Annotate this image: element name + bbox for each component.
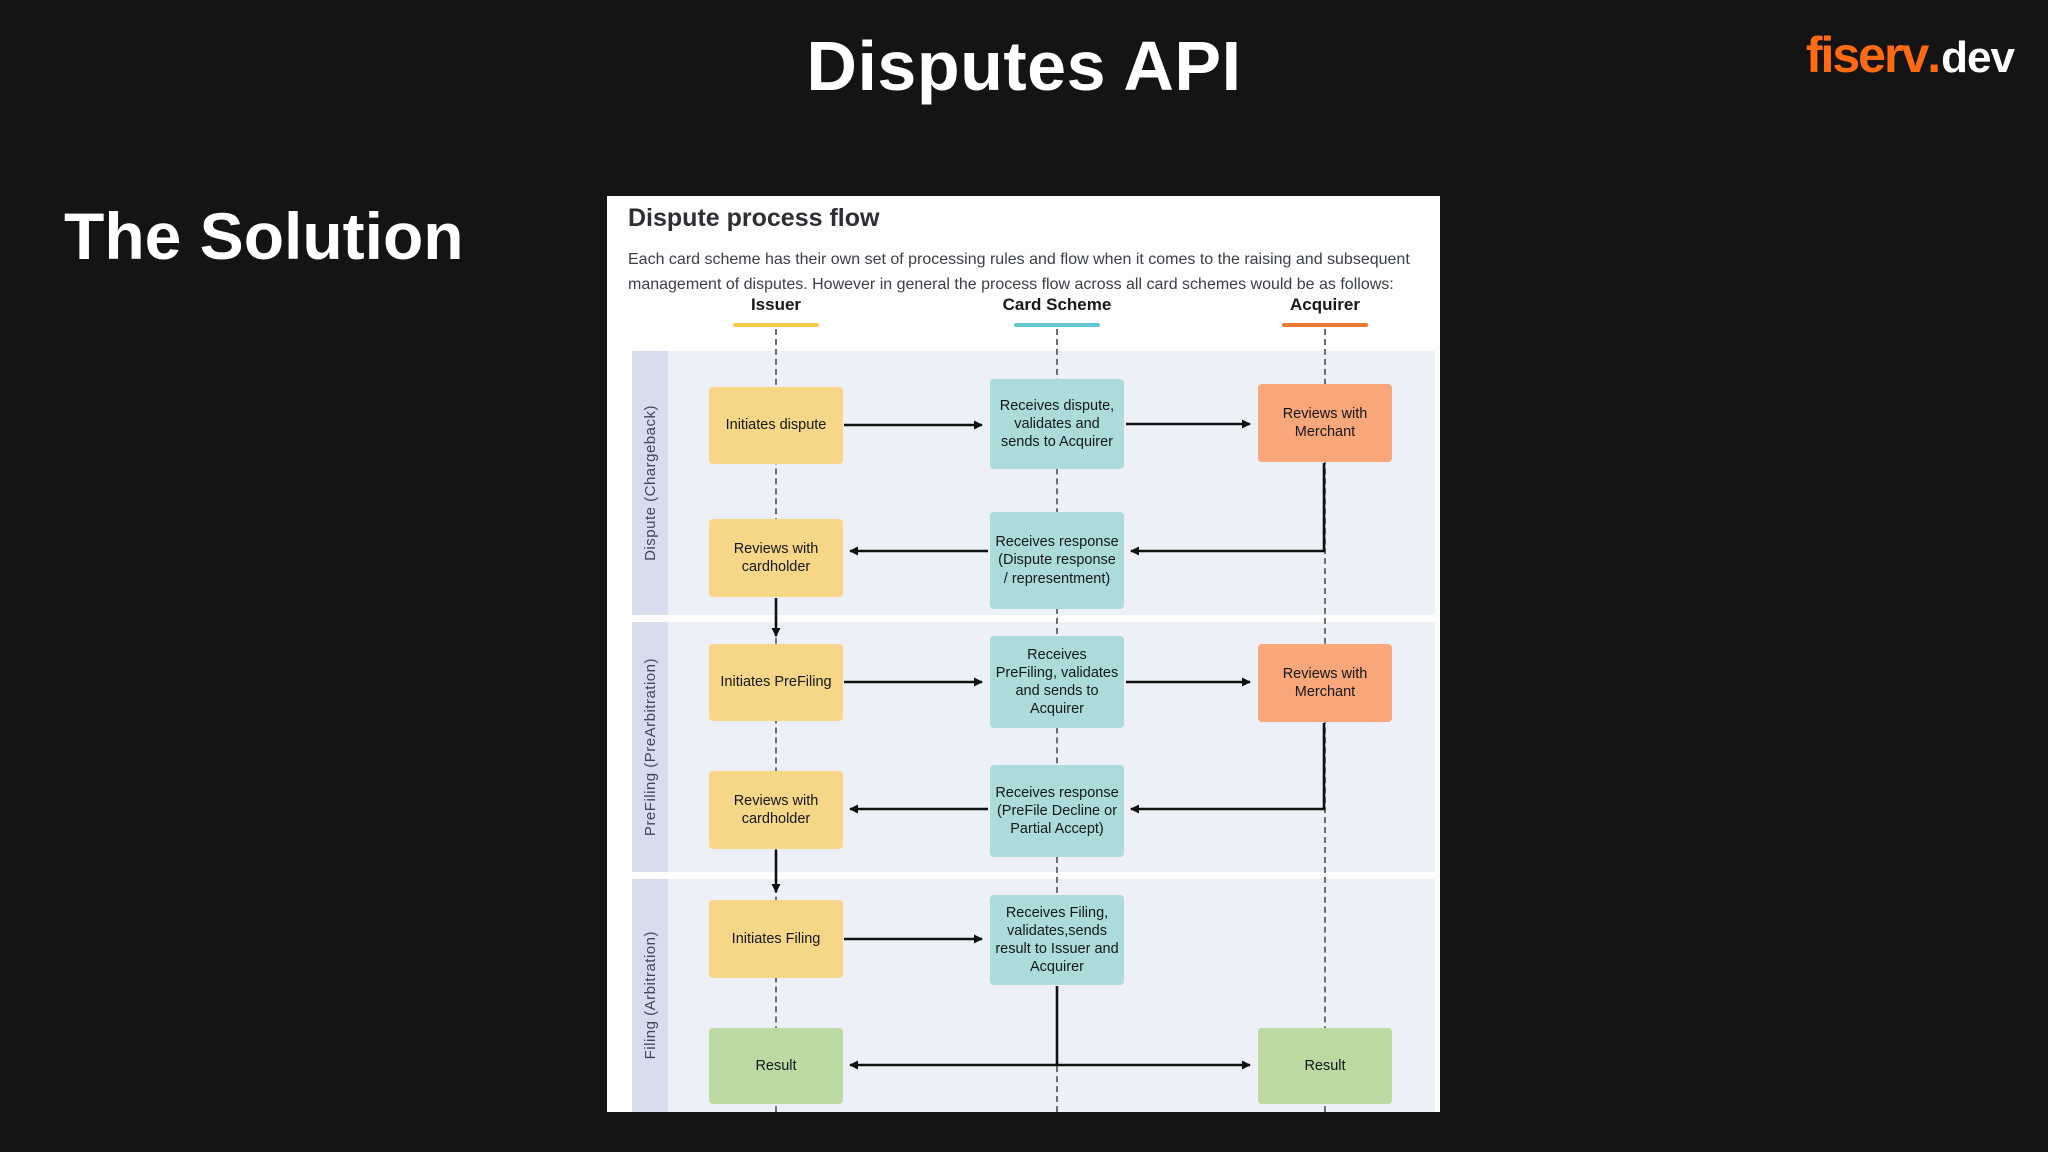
- lane-strip: PreFiling (PreArbitration): [632, 622, 668, 872]
- page-title: Disputes API: [806, 27, 1242, 105]
- panel-heading: Dispute process flow: [628, 204, 880, 232]
- flow-box-initiates-dispute: Initiates dispute: [709, 387, 843, 464]
- column-header-acquirer: Acquirer: [1290, 295, 1360, 314]
- flow-box-reviews-with-cardholder-2: Reviews with cardholder: [709, 771, 843, 849]
- lane-label: PreFiling (PreArbitration): [641, 657, 659, 837]
- lane-strip: Filing (Arbitration): [632, 879, 668, 1112]
- flow-box-receives-response-2: Receives response (PreFile Decline or Pa…: [990, 765, 1124, 857]
- column-header-card-scheme: Card Scheme: [1002, 295, 1112, 314]
- flow-box-initiates-filing: Initiates Filing: [709, 900, 843, 978]
- logo-brand-text: fiserv: [1805, 27, 1929, 83]
- lane-label: Dispute (Chargeback): [641, 405, 659, 561]
- slide-subtitle: The Solution: [64, 199, 464, 273]
- lane-strip: Dispute (Chargeback): [632, 351, 668, 615]
- flow-box-receives-filing: Receives Filing, validates,sends result …: [990, 895, 1124, 985]
- logo-dot: .: [1927, 27, 1942, 83]
- acquirer-underline: [1282, 323, 1368, 327]
- flow-box-reviews-with-merchant-2: Reviews with Merchant: [1258, 644, 1392, 722]
- lane-label: Filing (Arbitration): [641, 931, 659, 1060]
- card-scheme-underline: [1014, 323, 1100, 327]
- flow-box-reviews-with-cardholder-1: Reviews with cardholder: [709, 519, 843, 597]
- flow-box-reviews-with-merchant-1: Reviews with Merchant: [1258, 384, 1392, 462]
- flow-box-receives-prefiling: Receives PreFiling, validates and sends …: [990, 636, 1124, 728]
- issuer-underline: [733, 323, 819, 327]
- flow-box-receives-dispute: Receives dispute, validates and sends to…: [990, 379, 1124, 469]
- panel-description: Each card scheme has their own set of pr…: [628, 251, 1410, 293]
- fiserv-dev-logo: fiserv.dev: [1805, 26, 2015, 84]
- column-header-issuer: Issuer: [750, 295, 802, 314]
- logo-suffix-text: dev: [1941, 33, 2015, 82]
- flow-box-receives-response-1: Receives response (Dispute response / re…: [990, 512, 1124, 609]
- flow-box-result-acquirer: Result: [1258, 1028, 1392, 1104]
- dispute-process-panel: Dispute process flow Each card scheme ha…: [607, 196, 1440, 1112]
- flow-box-result-issuer: Result: [709, 1028, 843, 1104]
- flow-box-initiates-prefiling: Initiates PreFiling: [709, 644, 843, 721]
